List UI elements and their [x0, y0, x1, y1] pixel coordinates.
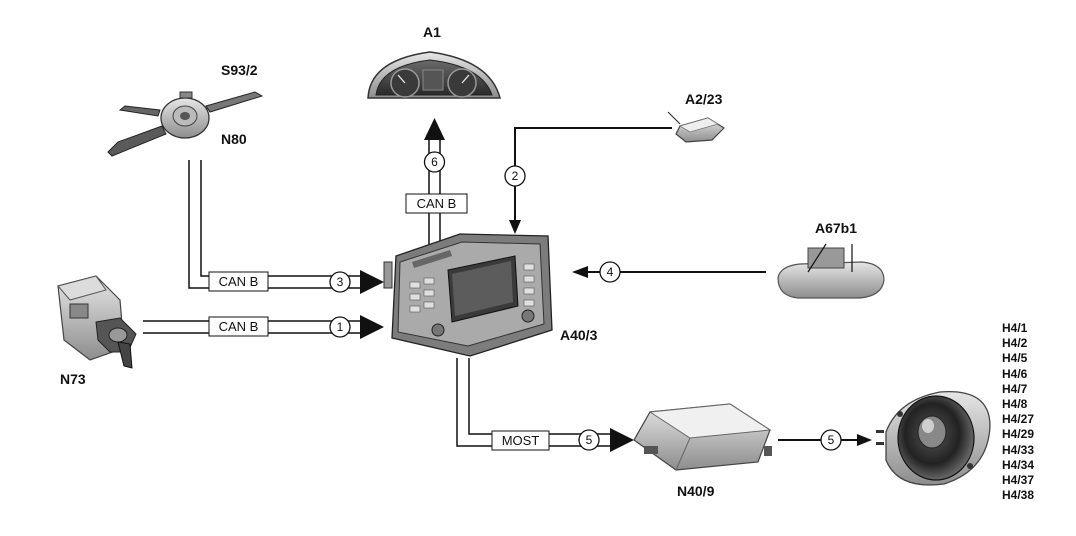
label-s93-2: S93/2	[221, 62, 258, 78]
speaker-label: H4/6	[1002, 366, 1028, 381]
bus-box-can-b-top: CAN B	[405, 193, 468, 214]
svg-text:4: 4	[607, 265, 614, 279]
signal-marker-1: 1	[329, 316, 351, 338]
svg-text:1: 1	[337, 320, 344, 334]
signal-marker-5-speaker: 5	[820, 429, 842, 451]
amplifier-image	[633, 403, 772, 471]
connection-a2-23-a40-3	[509, 127, 672, 234]
arrow-to-a40-3-from-a67b1	[572, 266, 588, 278]
label-a67b1: A67b1	[815, 220, 857, 236]
connection-can-b-n80	[188, 160, 384, 294]
bus-box-can-b-n73: CAN B	[208, 316, 269, 337]
bus-label-can-b-n73: CAN B	[219, 319, 259, 334]
speaker-label: H4/27	[1002, 412, 1035, 427]
label-a1: A1	[423, 24, 441, 40]
speaker-label: H4/37	[1002, 473, 1035, 488]
interior-mirror-sensor-image	[777, 243, 885, 299]
speaker-label: H4/38	[1002, 488, 1035, 503]
antenna-image	[667, 111, 725, 143]
arrow-to-a40-3-from-n80	[360, 270, 384, 294]
label-n73: N73	[60, 371, 86, 387]
steering-column-switch-image	[107, 91, 264, 157]
bus-box-can-b-n80: CAN B	[208, 271, 269, 292]
svg-text:3: 3	[337, 275, 344, 289]
arrow-to-a40-3-from-n73	[360, 315, 384, 339]
svg-text:5: 5	[828, 433, 835, 447]
speaker-image	[876, 390, 991, 486]
label-a2-23: A2/23	[685, 91, 723, 107]
svg-text:6: 6	[431, 155, 438, 169]
speaker-label: H4/2	[1002, 336, 1028, 351]
label-a40-3: A40/3	[560, 327, 598, 343]
arrow-to-n40-9	[610, 428, 634, 452]
speaker-label: H4/5	[1002, 351, 1028, 366]
signal-marker-3: 3	[329, 271, 351, 293]
signal-marker-5-most: 5	[578, 429, 600, 451]
label-n40-9: N40/9	[677, 483, 715, 499]
speaker-label: H4/7	[1002, 381, 1028, 396]
signal-marker-4: 4	[599, 261, 621, 283]
bus-label-can-b-top: CAN B	[417, 196, 457, 211]
instrument-cluster-image	[367, 51, 501, 99]
connection-most	[456, 358, 634, 452]
speaker-label: H4/33	[1002, 442, 1035, 457]
signal-marker-6: 6	[423, 151, 446, 173]
speaker-label: H4/34	[1002, 457, 1035, 472]
svg-text:2: 2	[512, 169, 519, 183]
bus-label-can-b-n80: CAN B	[219, 274, 259, 289]
ignition-switch-image	[57, 275, 137, 369]
svg-text:5: 5	[586, 433, 593, 447]
bus-label-most: MOST	[502, 433, 540, 448]
label-n80: N80	[221, 131, 247, 147]
connection-can-b-a1	[424, 118, 445, 250]
speaker-label: H4/8	[1002, 397, 1028, 412]
signal-marker-2: 2	[504, 165, 526, 187]
bus-box-most: MOST	[491, 430, 550, 451]
arrow-to-a40-3-from-a2-23	[509, 220, 521, 234]
arrow-to-a1	[424, 118, 445, 140]
head-unit-image	[383, 233, 553, 357]
arrow-to-speaker	[857, 434, 872, 446]
speaker-label: H4/1	[1002, 321, 1028, 335]
speaker-label: H4/29	[1002, 427, 1035, 442]
connection-amplifier-speaker	[778, 434, 872, 446]
